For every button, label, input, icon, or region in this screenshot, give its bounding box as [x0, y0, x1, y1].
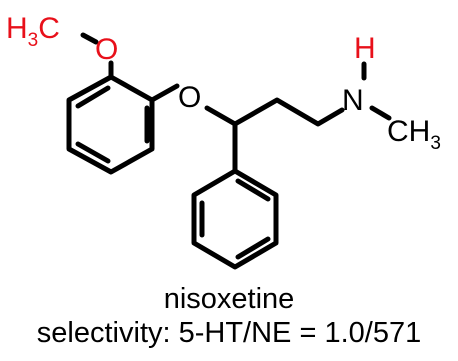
bond-ring-ether-o: [149, 83, 180, 103]
molecule-name: nisoxetine: [163, 283, 295, 315]
anisole-ring-double-3: [75, 141, 111, 164]
phenyl-ring-double-1: [235, 178, 271, 202]
n-methyl-label: CH3: [387, 115, 441, 154]
anisole-ring-double-2: [75, 85, 111, 109]
bond-ether-o-ch: [204, 105, 238, 127]
amine-hydrogen-label: H: [354, 32, 376, 65]
amine-nitrogen-label: N: [342, 84, 364, 117]
phenyl-ring-double-2: [235, 236, 271, 260]
ether-oxygen-label: O: [178, 81, 201, 114]
propyl-chain: [232, 97, 345, 127]
anisole-ring: [66, 74, 155, 175]
selectivity-caption: selectivity: 5-HT/NE = 1.0/571: [36, 317, 422, 349]
bond-methyl-o: [80, 32, 99, 45]
methoxy-methyl-label: H3C: [6, 12, 60, 51]
bond-n-methyl: [369, 105, 392, 121]
methoxy-oxygen-label: O: [95, 33, 118, 66]
phenyl-ring: [191, 168, 279, 270]
